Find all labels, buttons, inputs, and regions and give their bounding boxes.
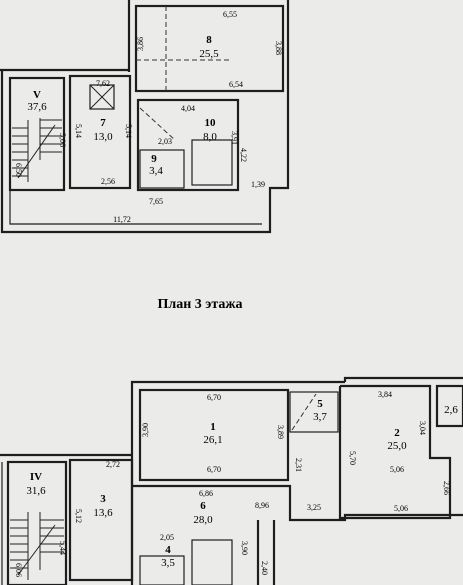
room-9-id: 9 [151,153,157,165]
stairs-icon [10,512,64,580]
room-8-id: 8 [206,34,212,46]
lower-floor-plan: 1 26,1 5 3,7 2 25,0 IV 31,6 3 13,6 6 28,… [0,376,463,585]
dimension-label: 3,25 [307,503,321,512]
room-IV-outline [6,460,68,585]
room-IV-id: IV [30,471,42,483]
plan-title: План 3 этажа [157,297,242,312]
dimension-label: 3,84 [378,390,392,399]
room-8-outline [134,4,285,93]
room-V-area: 37,6 [27,101,47,113]
room-1-outline [138,388,290,482]
room-10-area: 8,0 [203,131,217,143]
room-4-area: 3,5 [161,557,175,569]
dimension-label: 5,12 [74,509,83,523]
dimension-label: 2,31 [294,458,303,472]
room-4-outline [139,555,185,585]
dimension-label: 5,14 [74,124,83,138]
room-extra-area: 2,6 [444,404,458,416]
room-7-id: 7 [100,117,106,129]
room-5-area: 3,7 [313,411,327,423]
bathroom-fixture [191,139,233,186]
dimension-label: 7,65 [149,197,163,206]
room-extra-outline [435,384,463,428]
dimension-label: 2,05 [160,533,174,542]
room-6-id: 6 [200,500,206,512]
dimension-label: 6,55 [223,10,237,19]
room-9-area: 3,4 [149,165,163,177]
dimension-label: 2,03 [158,137,172,146]
upper-floor-plan: 8 25,5 V 37,6 7 13,0 10 8,0 9 3,4 6,55 3… [0,0,290,234]
dimension-label: 6,70 [207,393,221,402]
room-5-outline [289,391,339,433]
room-6-area: 28,0 [193,514,213,526]
bathroom-fixture [191,539,233,585]
dimension-label: 6,70 [207,465,221,474]
room-1-area: 26,1 [203,434,222,446]
dimension-label: 5,06 [390,465,404,474]
room-7-area: 13,0 [93,131,113,143]
room-4-id: 4 [165,544,171,556]
room-5-id: 5 [317,398,323,410]
room-3-area: 13,6 [93,507,113,519]
room-V-outline [8,76,66,192]
dimension-label: 5,70 [348,451,357,465]
room-10-outline [136,98,240,192]
dimension-label: 3,88 [274,41,283,55]
dimension-label: 6,54 [229,80,243,89]
dimension-label: 1,39 [251,180,265,189]
dimension-label: 2,40 [260,561,269,575]
room-2-id: 2 [394,427,400,439]
dimension-label: 5,06 [394,504,408,513]
dimension-label: 3,90 [141,423,150,437]
dimension-label: 2,72 [106,460,120,469]
dimension-label: 3,86 [136,37,145,51]
dimension-label: 4,22 [239,148,248,162]
room-3-outline [68,458,134,582]
dimension-label: 6,50 [14,163,23,177]
dashed-line [139,107,176,141]
dimension-label: 3,91 [230,131,239,145]
dimension-label: 3,90 [240,541,249,555]
dimension-label: 2,66 [442,481,451,495]
room-9-outline [139,149,185,189]
dimension-label: 2,56 [101,177,115,186]
room-V-id: V [33,89,41,101]
room-8-area: 25,5 [199,48,219,60]
dimension-label: 7,62 [96,79,110,88]
ventilation-shaft-icon [89,84,115,110]
room-2-outline [338,384,452,520]
wall [0,70,290,234]
room-1-id: 1 [210,421,216,433]
room-10-id: 10 [205,117,217,129]
dimension-label: 6,06 [14,563,23,577]
wall [132,484,463,522]
dashed-line [291,393,317,431]
dimension-label: 6,86 [199,489,213,498]
dimension-label: 3,04 [418,421,427,435]
dimension-label: 11,72 [113,215,131,224]
dimension-label: 4,04 [181,104,195,113]
wall [343,376,463,382]
dimension-label: 5,14 [124,124,133,138]
dimension-label: 3,89 [276,425,285,439]
stairs-icon [12,118,62,182]
room-3-id: 3 [100,493,106,505]
dimension-label: 5,44 [58,541,67,555]
room-2-area: 25,0 [387,440,407,452]
dimension-label: 8,96 [255,501,269,510]
room-7-outline [68,74,132,190]
room-IV-area: 31,6 [26,485,46,497]
dimension-label: 5,06 [58,133,67,147]
